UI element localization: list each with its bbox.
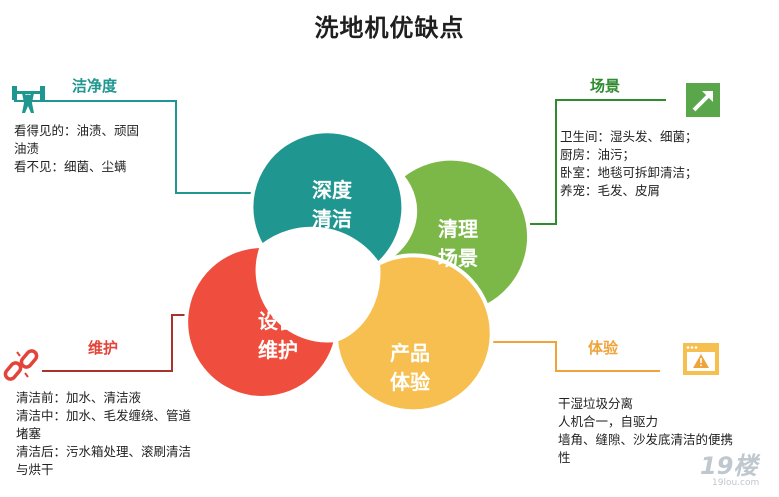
maintain-line: 清洁中：加水、毛发缠绕、管道: [16, 408, 192, 423]
petal-experience-label-2: 体验: [390, 370, 430, 394]
petal-deep-label-1: 深度: [312, 178, 353, 202]
experience-line: 性: [558, 450, 571, 465]
petal-scene-label-2: 场景: [438, 246, 478, 270]
maintain-line: 清洁前：加水、清洁液: [16, 390, 142, 405]
broken-chain-icon: [3, 349, 39, 381]
scene-line: 养宠：毛发、皮屑: [560, 183, 661, 198]
petal-scene-label-1: 清理: [438, 217, 478, 241]
deep-clean-label: 洁净度: [72, 77, 118, 95]
experience-line: 人机合一，自驱力: [558, 414, 659, 429]
scene-label: 场景: [590, 77, 621, 95]
experience-text: 干湿垃圾分离 人机合一，自驱力 墙角、缝隙、沙发底清洁的便携 性: [558, 395, 733, 467]
petal-maintain-label-1: 设备: [258, 309, 299, 333]
watermark-logo: 19楼: [700, 452, 758, 480]
watermark-url: 19lou.com: [712, 478, 760, 488]
maintain-line: 与烘干: [16, 462, 54, 477]
deep-clean-text: 看得见的：油渍、顽固 油渍 看不见：细菌、尘螨: [14, 122, 139, 176]
petal-experience: [333, 253, 494, 414]
experience-label: 体验: [588, 339, 619, 357]
petal-deep: [249, 129, 406, 268]
connector-deep: [14, 100, 258, 194]
weightlifter-icon: [12, 86, 45, 113]
petal-experience-label-1: 产品: [390, 341, 430, 365]
deep-clean-line: 看不见：细菌、尘螨: [14, 159, 127, 174]
maintain-line: 堵塞: [16, 426, 42, 441]
trend-arrow-icon: [686, 83, 720, 117]
experience-line: 墙角、缝隙、沙发底清洁的便携: [558, 432, 734, 447]
maintain-label: 维护: [88, 339, 119, 357]
deep-clean-line: 看得见的：油渍、顽固: [14, 123, 140, 138]
connector-scene: [512, 99, 666, 225]
petal-deep-label-2: 清洁: [312, 207, 352, 231]
warning-window-icon: [683, 343, 719, 375]
scene-line: 卫生间：湿头发、细菌；: [560, 129, 698, 144]
petal-maintain: [184, 243, 339, 400]
page-title: 洗地机优缺点: [314, 14, 465, 42]
scene-line: 卧室：地毯可拆卸清洁；: [560, 165, 698, 180]
scene-text: 卫生间：湿头发、细菌； 厨房：油污； 卧室：地毯可拆卸清洁； 养宠：毛发、皮屑: [560, 128, 698, 200]
experience-line: 干湿垃圾分离: [558, 396, 634, 411]
maintain-text: 清洁前：加水、清洁液 清洁中：加水、毛发缠绕、管道 堵塞 清洁后：污水箱处理、滚…: [16, 389, 191, 479]
scene-line: 厨房：油污；: [560, 147, 636, 162]
deep-clean-line: 油渍: [14, 141, 40, 156]
maintain-line: 清洁后：污水箱处理、滚刷清洁: [16, 444, 192, 459]
connector-experience: [476, 341, 660, 372]
petal-maintain-label-2: 维护: [258, 338, 298, 362]
